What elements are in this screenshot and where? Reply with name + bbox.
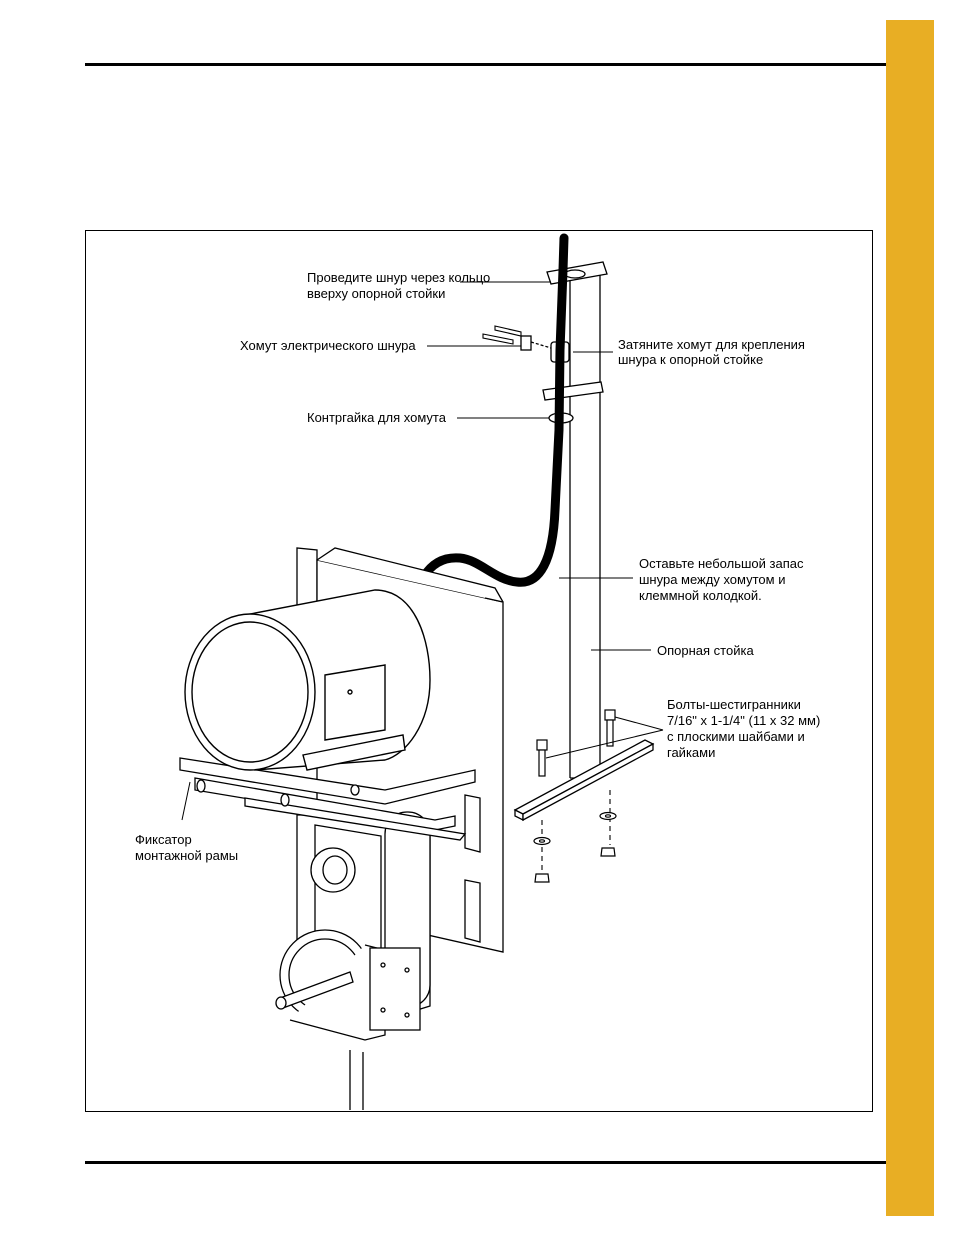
label-bolts-1: Болты-шестигранники: [667, 697, 801, 712]
label-ring-2: вверху опорной стойки: [307, 286, 445, 301]
top-ring-bracket: [546, 261, 608, 285]
label-frame-1: Фиксатор: [135, 832, 192, 847]
washers-and-nuts: [533, 811, 617, 883]
label-slack-3: клеммной колодкой.: [639, 588, 762, 603]
label-slack-1: Оставьте небольшой запас: [639, 556, 804, 571]
label-post: Опорная стойка: [657, 643, 754, 658]
mid-bracket: [542, 381, 604, 401]
label-frame-2: монтажной рамы: [135, 848, 238, 863]
section-tab: [886, 20, 934, 1216]
figure-frame: [85, 230, 873, 1112]
label-tighten-1: Затяните хомут для крепления: [618, 337, 805, 352]
label-locknut: Контргайка для хомута: [307, 410, 447, 425]
callout-labels: Проведите шнур через кольцо вверху опорн…: [135, 270, 820, 863]
footer-rule: [85, 1161, 926, 1164]
support-post: [569, 275, 601, 779]
header-rule: [85, 63, 926, 66]
leader-lines: [181, 281, 664, 821]
label-bolts-3: с плоскими шайбами и: [667, 729, 805, 744]
clamp-screws: [482, 325, 522, 345]
electric-motor: [184, 589, 431, 771]
label-bolts-4: гайками: [667, 745, 715, 760]
hex-bolts: [536, 709, 616, 777]
angle-bracket: [513, 739, 655, 822]
motor-frame: [179, 757, 476, 841]
label-bolts-2: 7/16" x 1-1/4" (11 x 32 мм): [667, 713, 820, 728]
label-ring-1: Проведите шнур через кольцо: [307, 270, 490, 285]
label-tighten-2: шнура к опорной стойке: [618, 352, 763, 367]
label-slack-2: шнура между хомутом и: [639, 572, 785, 587]
label-cord-clamp: Хомут электрического шнура: [240, 338, 416, 353]
motor-mount-diagram: Проведите шнур через кольцо вверху опорн…: [135, 233, 820, 1110]
output-shaft: [275, 971, 354, 1010]
